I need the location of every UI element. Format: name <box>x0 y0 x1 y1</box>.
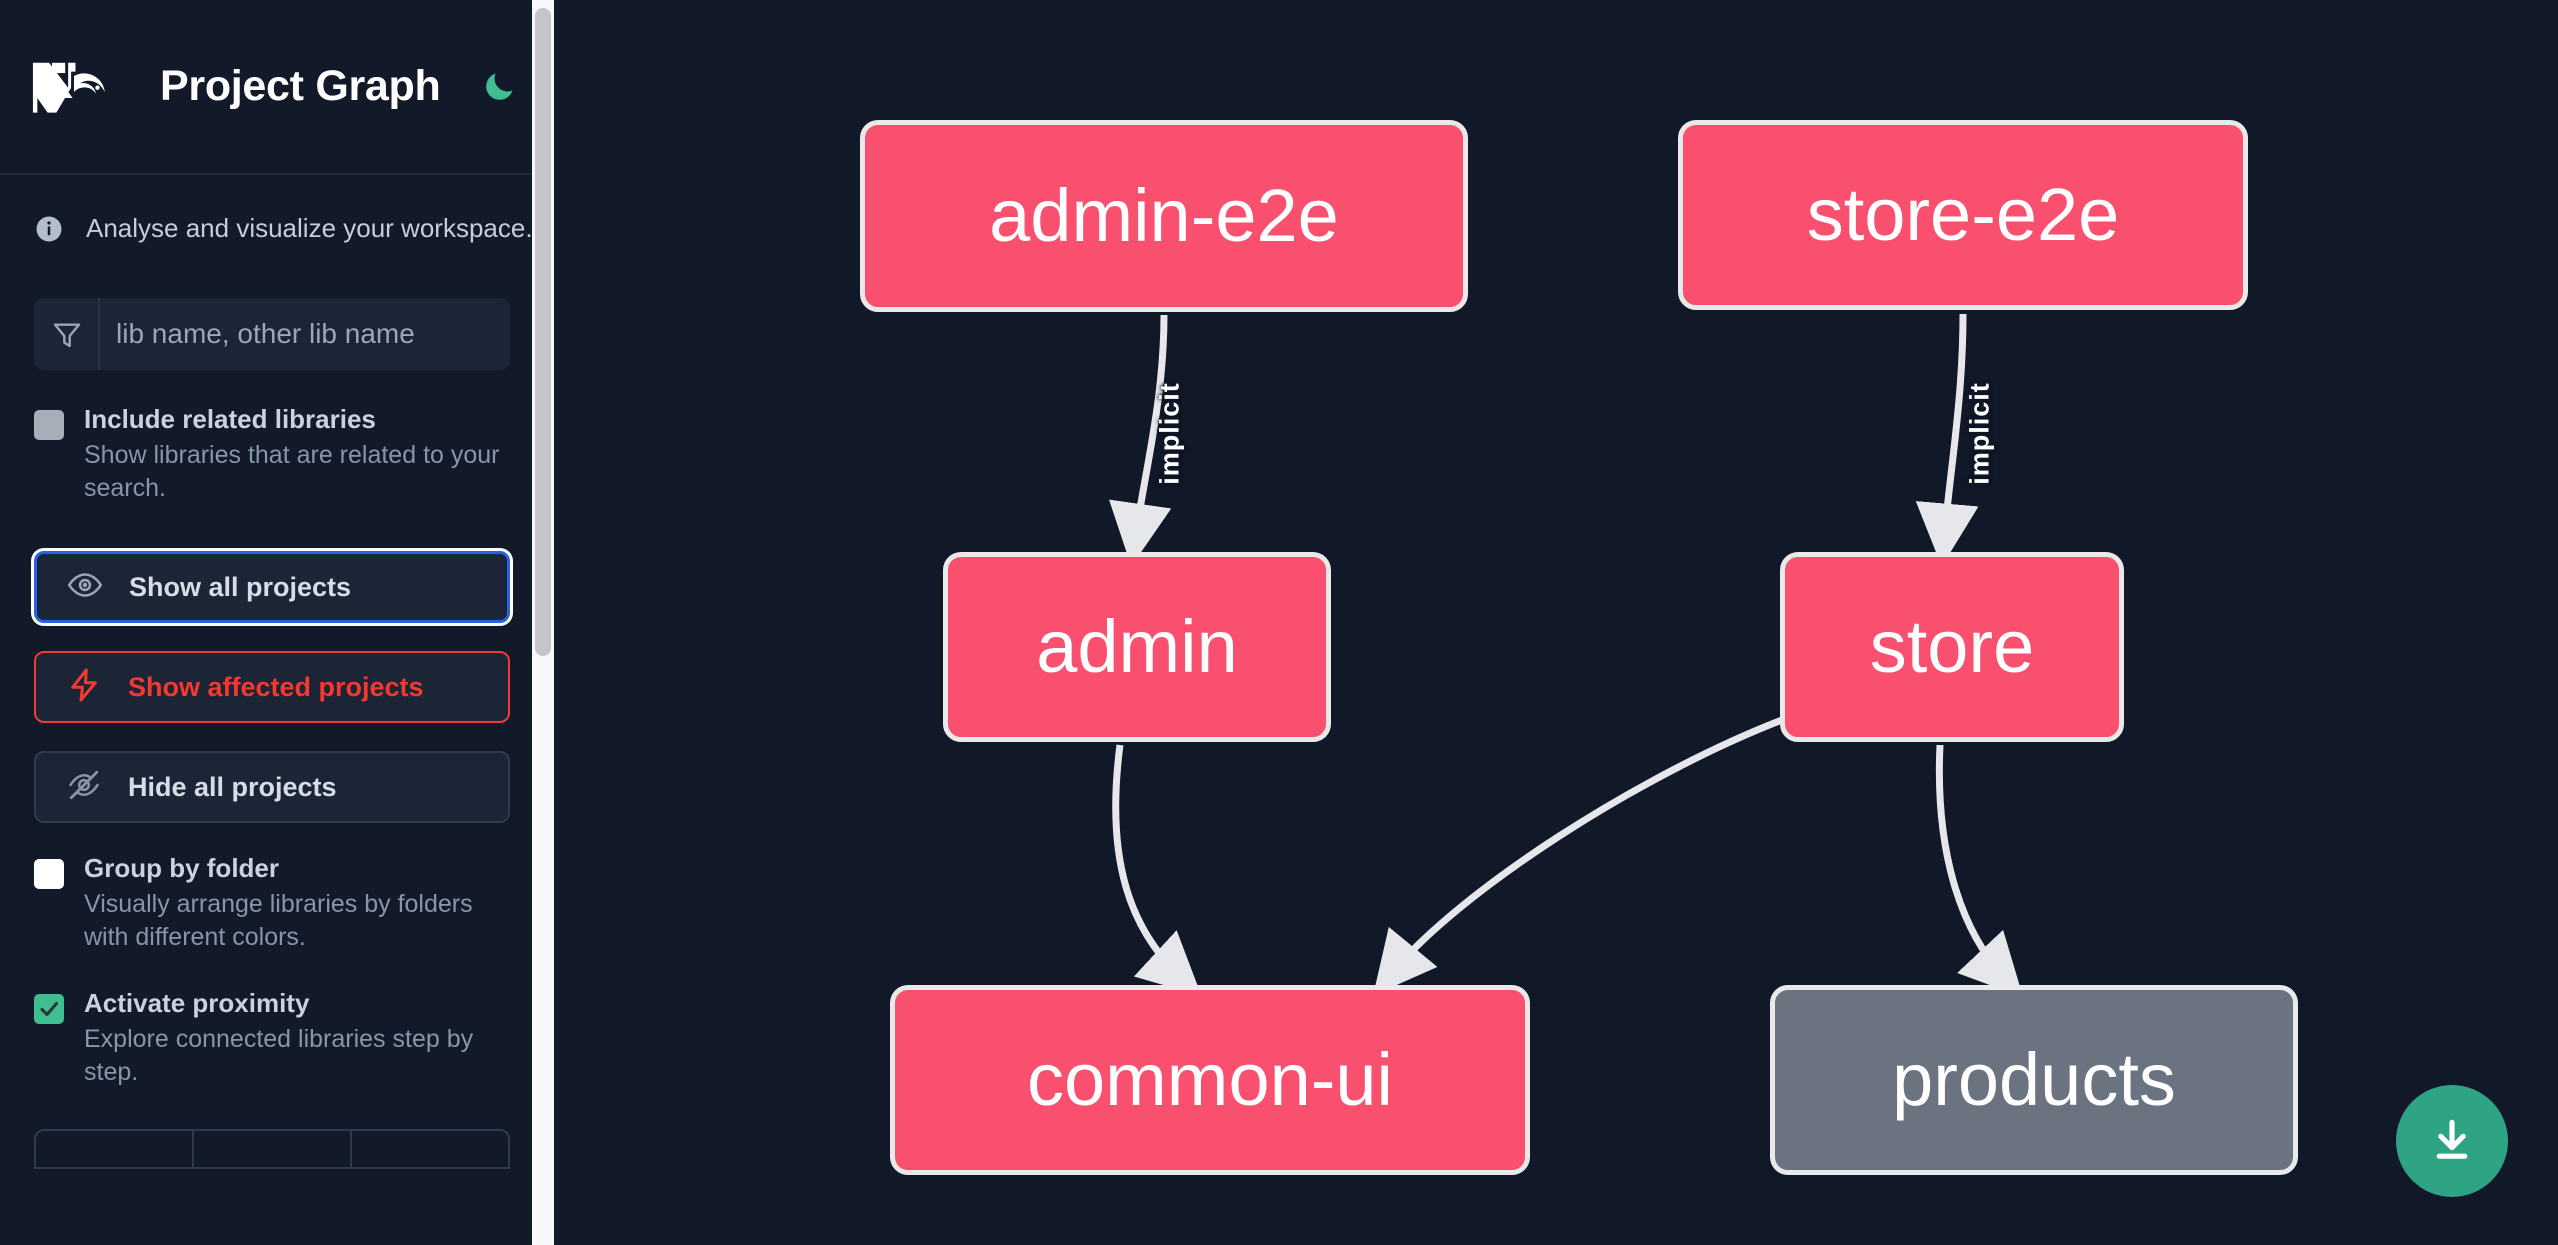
segment-3[interactable] <box>350 1129 510 1170</box>
hide-all-projects-button[interactable]: Hide all projects <box>34 751 510 824</box>
option-description: Show libraries that are related to your … <box>84 441 500 503</box>
moon-icon[interactable] <box>476 64 522 110</box>
show-affected-projects-label: Show affected projects <box>128 671 424 702</box>
graph-node-store-e2e[interactable]: store-e2e <box>1678 120 2248 310</box>
activate-proximity-checkbox[interactable] <box>34 994 64 1025</box>
hide-all-projects-label: Hide all projects <box>128 771 337 802</box>
download-button[interactable] <box>2396 1085 2508 1197</box>
analyse-text: Analyse and visualize your workspace. <box>86 213 533 243</box>
segment-1[interactable] <box>34 1129 192 1170</box>
node-label: store-e2e <box>1806 173 2120 256</box>
edge-store-to-products <box>1935 744 2024 998</box>
analyse-banner: Analyse and visualize your workspace. <box>34 213 533 244</box>
segment-2[interactable] <box>192 1129 350 1170</box>
option-group-by-folder[interactable]: Group by folder Visually arrange librari… <box>34 853 510 954</box>
download-icon <box>2436 1119 2468 1159</box>
group-by-folder-checkbox[interactable] <box>34 859 64 890</box>
sidebar-edge <box>554 0 560 1245</box>
option-description: Explore connected libraries step by step… <box>84 1025 474 1087</box>
lightning-bolt-icon <box>66 667 102 708</box>
filter-icon <box>34 298 100 370</box>
show-all-projects-button[interactable]: Show all projects <box>34 551 510 624</box>
show-all-projects-label: Show all projects <box>129 571 352 602</box>
graph-node-admin-e2e[interactable]: admin-e2e <box>860 120 1468 312</box>
node-label: admin-e2e <box>989 174 1339 257</box>
search-input[interactable] <box>100 298 510 370</box>
graph-node-common-ui[interactable]: common-ui <box>890 985 1530 1175</box>
sidebar-scrollbar-thumb[interactable] <box>535 8 551 656</box>
graph-edges <box>1108 313 2024 998</box>
nx-logo-icon <box>30 52 118 122</box>
info-icon <box>34 214 64 244</box>
eye-icon <box>67 567 103 608</box>
eye-off-icon <box>66 767 102 808</box>
sidebar: Project Graph Analy <box>0 0 560 1245</box>
edge-store-e2e-to-store <box>1915 313 1979 567</box>
sidebar-body: Analyse and visualize your workspace. In… <box>0 213 544 1170</box>
edge-store-to-common-ui <box>1373 716 1784 996</box>
edge-admin-to-common-ui <box>1112 744 1202 997</box>
include-related-libraries-checkbox[interactable] <box>34 410 64 440</box>
show-affected-projects-button[interactable]: Show affected projects <box>34 651 510 724</box>
search-box[interactable] <box>34 298 510 370</box>
node-label: admin <box>1036 605 1238 688</box>
edge-label-implicit-admin: implicit <box>1154 382 1185 485</box>
node-label: store <box>1869 605 2035 688</box>
edge-label-implicit-store: implicit <box>1964 382 1995 485</box>
node-label: common-ui <box>1027 1038 1393 1121</box>
graph-node-store[interactable]: store <box>1780 552 2124 742</box>
option-label: Group by folder <box>84 853 279 884</box>
page-title: Project Graph <box>160 62 441 110</box>
sidebar-scroll-region: Project Graph Analy <box>0 0 544 1245</box>
graph-node-products[interactable]: products <box>1770 985 2298 1175</box>
visibility-button-group: Show all projects Show affected projects <box>34 551 510 824</box>
option-label: Activate proximity <box>84 988 310 1019</box>
node-label: products <box>1892 1038 2176 1121</box>
option-include-related-libraries[interactable]: Include related libraries Show libraries… <box>34 404 510 505</box>
edge-admin-e2e-to-admin <box>1108 314 1172 567</box>
sidebar-header: Project Graph <box>0 0 544 175</box>
sidebar-scrollbar[interactable] <box>532 0 554 1245</box>
graph-node-admin[interactable]: admin <box>943 552 1331 742</box>
option-description: Visually arrange libraries by folders wi… <box>84 890 473 952</box>
option-label: Include related libraries <box>84 404 376 434</box>
graph-canvas[interactable]: admin-e2e store-e2e admin store common-u… <box>560 0 2558 1245</box>
segmented-control-partial[interactable] <box>34 1129 510 1170</box>
option-activate-proximity[interactable]: Activate proximity Explore connected lib… <box>34 988 510 1089</box>
